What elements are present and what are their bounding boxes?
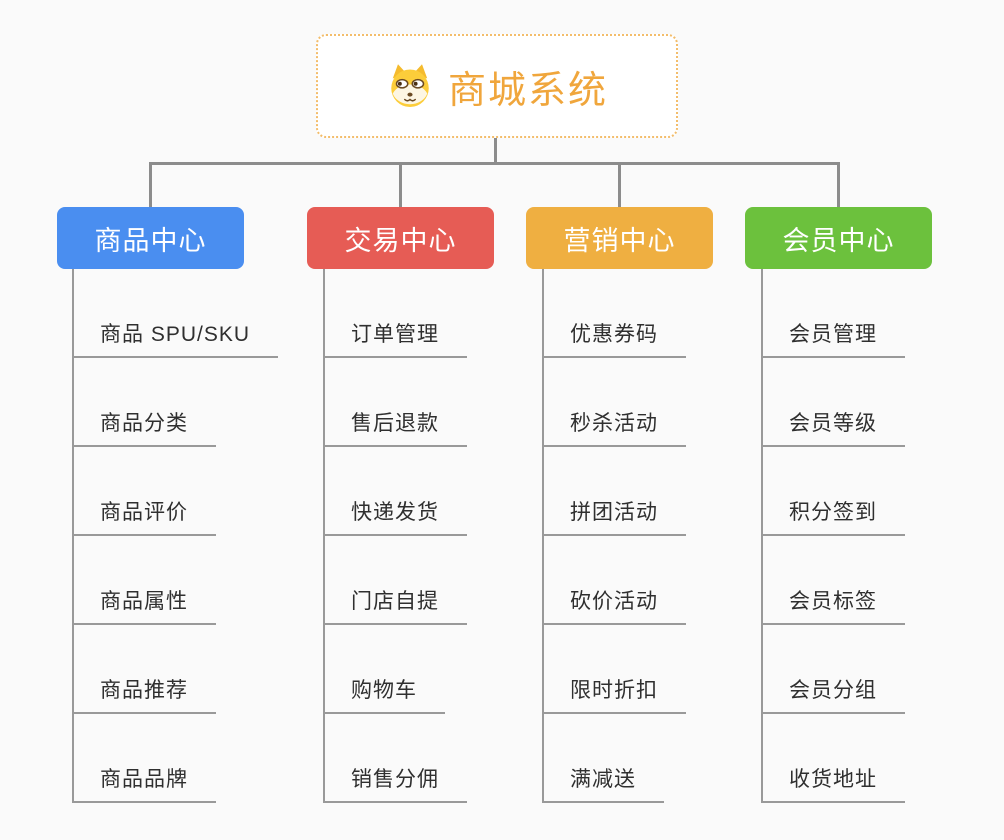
- branch-drop-line: [837, 164, 840, 208]
- leaf-node[interactable]: 会员等级: [761, 407, 905, 447]
- leaf-node[interactable]: 商品分类: [72, 407, 216, 447]
- branch-drop-line: [149, 164, 152, 208]
- leaf-node[interactable]: 订单管理: [323, 318, 467, 358]
- leaf-node[interactable]: 拼团活动: [542, 496, 686, 536]
- leaf-node[interactable]: 收货地址: [761, 763, 905, 803]
- leaf-node[interactable]: 会员标签: [761, 585, 905, 625]
- leaf-node[interactable]: 商品属性: [72, 585, 216, 625]
- leaf-node[interactable]: 商品品牌: [72, 763, 216, 803]
- branch-drop-line: [618, 164, 621, 208]
- leaf-node[interactable]: 砍价活动: [542, 585, 686, 625]
- leaf-node[interactable]: 售后退款: [323, 407, 467, 447]
- leaf-node[interactable]: 快递发货: [323, 496, 467, 536]
- branch-node-member-center[interactable]: 会员中心: [745, 207, 932, 269]
- leaf-node[interactable]: 积分签到: [761, 496, 905, 536]
- branch-bus-line: [149, 162, 840, 165]
- root-label: 商城系统: [447, 69, 608, 112]
- leaf-node[interactable]: 限时折扣: [542, 674, 686, 714]
- root-node[interactable]: 商城系统: [316, 34, 678, 138]
- leaf-node[interactable]: 优惠券码: [542, 318, 686, 358]
- root-connector-line: [494, 138, 497, 165]
- dog-face-icon: [386, 62, 434, 110]
- branch-node-product-center[interactable]: 商品中心: [57, 207, 244, 269]
- leaf-node[interactable]: 商品评价: [72, 496, 216, 536]
- leaf-node[interactable]: 会员管理: [761, 318, 905, 358]
- leaf-node[interactable]: 满减送: [542, 763, 664, 803]
- leaf-node[interactable]: 销售分佣: [323, 763, 467, 803]
- leaf-node[interactable]: 商品推荐: [72, 674, 216, 714]
- leaf-node[interactable]: 门店自提: [323, 585, 467, 625]
- branch-node-trade-center[interactable]: 交易中心: [307, 207, 494, 269]
- branch-drop-line: [399, 164, 402, 208]
- leaf-node[interactable]: 秒杀活动: [542, 407, 686, 447]
- leaf-node[interactable]: 商品 SPU/SKU: [72, 318, 279, 358]
- leaf-node[interactable]: 会员分组: [761, 674, 905, 714]
- leaf-node[interactable]: 购物车: [323, 674, 445, 714]
- branch-node-marketing-center[interactable]: 营销中心: [526, 207, 713, 269]
